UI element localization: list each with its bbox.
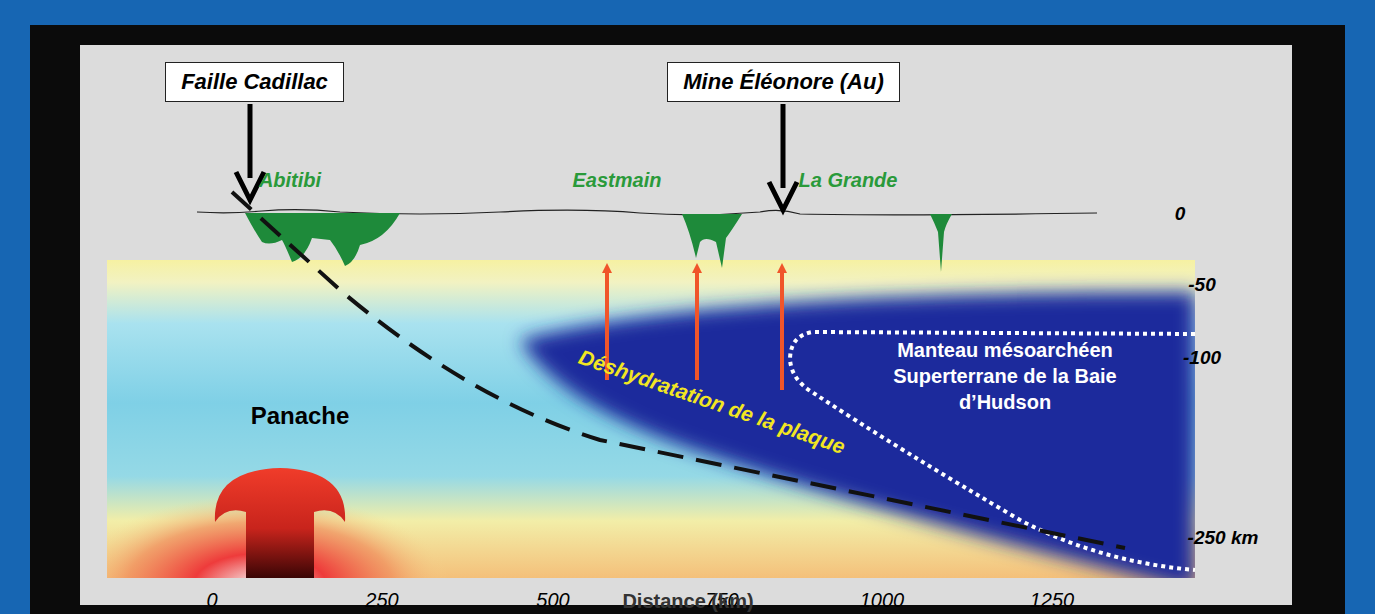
node-text: Faille Cadillac (181, 69, 328, 95)
depth-tick: -100 (1183, 347, 1221, 369)
distance-tick: 1000 (860, 589, 905, 612)
depth-tick: -50 (1188, 274, 1215, 296)
distance-tick: 500 (536, 589, 569, 612)
mantle-region: Manteau mésoarchéen Superterrane de la B… (886, 337, 1124, 415)
mine-label-box: Mine Éléonore (Au) (667, 62, 900, 102)
distance-tick: 250 (365, 589, 398, 612)
depth-tick: 0 (1175, 203, 1186, 225)
fault-label-box: Faille Cadillac (165, 62, 344, 102)
node-text: Manteau mésoarchéen Superterrane de la B… (886, 337, 1124, 415)
depth-tick: -250 km (1188, 527, 1259, 549)
slab-label: Déshydratation de la plaque (576, 345, 849, 459)
node-text: Mine Éléonore (Au) (683, 69, 883, 95)
axis-title: Distance (km) (622, 589, 753, 612)
terrane-name: La Grande (799, 169, 898, 192)
plume-label: Panache (251, 402, 350, 430)
terrane-name: Abitibi (259, 169, 321, 192)
terrane-name: Eastmain (573, 169, 662, 192)
distance-tick: 1250 (1030, 589, 1075, 612)
distance-tick: 0 (206, 589, 217, 612)
